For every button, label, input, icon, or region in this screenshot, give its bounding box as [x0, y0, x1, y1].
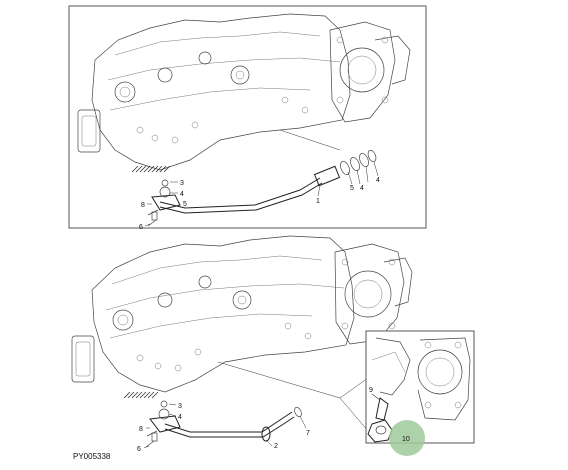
callout-bottom-6: 6 — [137, 446, 141, 453]
figure-reference: PY005338 — [73, 452, 111, 461]
top-panel-frame — [68, 5, 427, 229]
bottom-panel: 3 4 8 6 2 7 9 10 — [71, 235, 475, 456]
callout-bottom-4: 4 — [178, 414, 182, 421]
pipe-assembly-top — [147, 149, 377, 227]
top-panel: 3 4 5 8 6 1 5 4 4 — [68, 5, 427, 231]
transmission-housing-top — [77, 13, 411, 173]
callout-top-4c: 4 — [376, 177, 380, 184]
callout-top-5: 5 — [183, 201, 187, 208]
transmission-housing-bottom — [71, 235, 413, 399]
callout-top-3: 3 — [180, 180, 184, 187]
leaders-top — [144, 129, 379, 227]
callout-bottom-7: 7 — [306, 430, 310, 437]
callout-top-8: 8 — [141, 202, 145, 209]
callout-top-6: 6 — [139, 224, 143, 231]
highlight-circle — [389, 420, 425, 456]
pipe-assembly-bottom — [145, 400, 302, 448]
callout-bottom-3: 3 — [178, 403, 182, 410]
callout-bottom-10: 10 — [402, 436, 410, 443]
callout-bottom-2: 2 — [274, 443, 278, 450]
callout-top-5b: 5 — [350, 185, 354, 192]
callout-bottom-8: 8 — [139, 426, 143, 433]
callout-top-4b: 4 — [360, 185, 364, 192]
callout-top-1: 1 — [316, 198, 320, 205]
callout-top-4: 4 — [180, 191, 184, 198]
callout-bottom-9: 9 — [369, 387, 373, 394]
